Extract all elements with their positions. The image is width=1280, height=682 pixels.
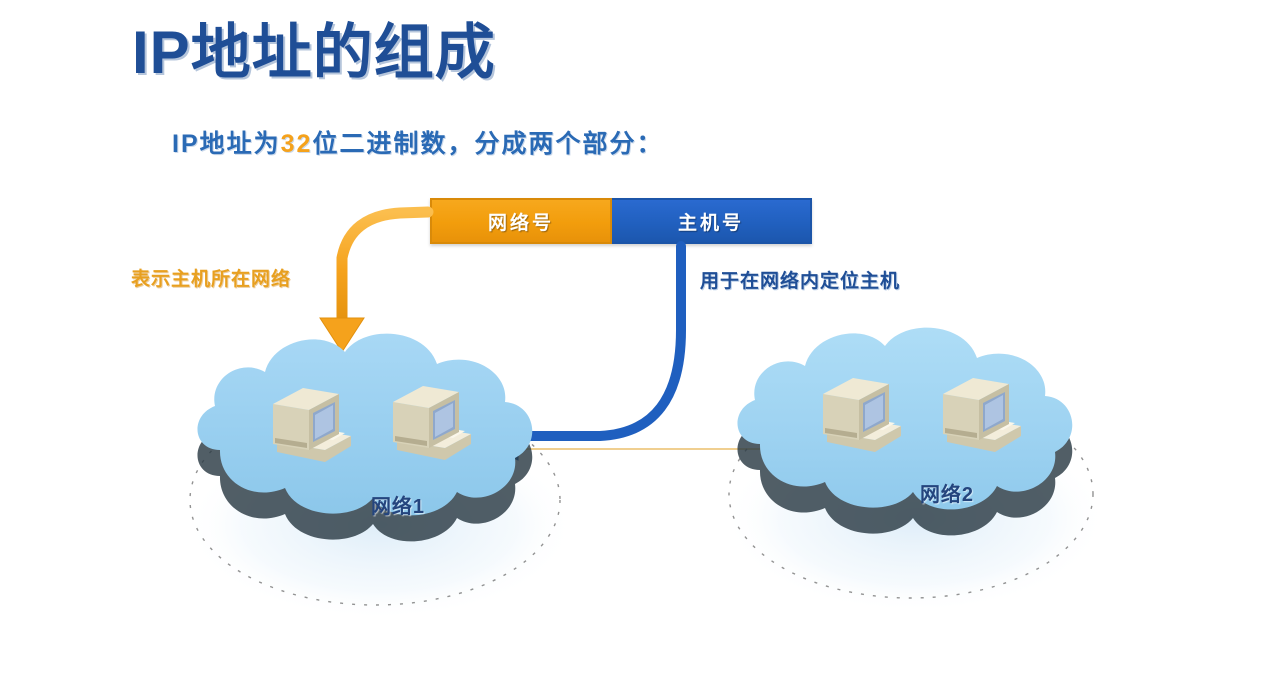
subtitle-highlight-32: 32 (280, 130, 313, 158)
subtitle-text-before: IP地址为 (172, 130, 281, 158)
network-cloud-1[interactable]: 网络1 (175, 320, 595, 620)
cloud-icon (723, 327, 1107, 613)
computer-icon[interactable] (263, 380, 355, 462)
cloud-icon (185, 333, 575, 620)
computer-icon[interactable] (813, 370, 905, 452)
ip-address-bar: 网络号 主机号 (430, 198, 812, 244)
network-cloud-2[interactable]: 网络2 (715, 318, 1135, 618)
subtitle: IP地址为32位二进制数，分成两个部分： (172, 124, 663, 160)
subtitle-text-after: 位二进制数，分成两个部分： (312, 130, 664, 158)
computer-icon[interactable] (383, 378, 475, 460)
computer-icon[interactable] (933, 370, 1025, 452)
cloud-label-network-1: 网络1 (370, 496, 426, 518)
cloud-label-network-2: 网络2 (919, 484, 975, 506)
host-id-segment[interactable]: 主机号 (612, 198, 812, 244)
callout-host-id: 用于在网络内定位主机 (700, 271, 901, 292)
network-id-segment[interactable]: 网络号 (430, 198, 612, 244)
page-title: IP地址的组成 (132, 19, 496, 86)
callout-network-id: 表示主机所在网络 (131, 269, 292, 290)
